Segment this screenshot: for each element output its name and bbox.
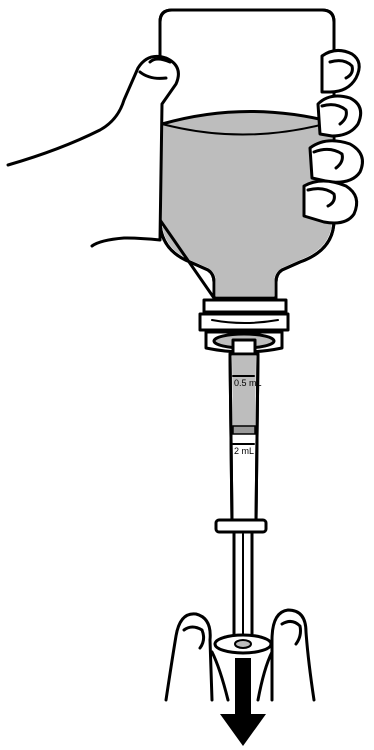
lower-hand	[164, 608, 316, 702]
lower-palm-right	[256, 650, 274, 702]
thread-line	[211, 319, 279, 324]
left-thumb-nail	[138, 70, 168, 80]
syringe-flange	[214, 518, 268, 534]
lower-left-nail	[182, 625, 206, 650]
left-hand	[6, 54, 180, 248]
lower-hand-right-finger	[270, 608, 316, 702]
lower-right-nail	[280, 619, 302, 646]
lower-hand-left-finger	[164, 612, 214, 702]
mark-label-upper: 0.5 mL	[234, 378, 262, 388]
arrow-head	[220, 714, 266, 746]
finger-2	[316, 94, 363, 138]
right-fingers	[302, 49, 364, 225]
finger-3-nail	[312, 147, 344, 170]
syringe: 0.5 mL 2 mL	[214, 338, 268, 642]
liquid-surface	[160, 110, 334, 126]
finger-1-nail	[328, 59, 354, 80]
left-thumb-tip	[148, 57, 172, 64]
finger-4-nail	[306, 187, 336, 208]
left-hand-outline	[6, 54, 180, 248]
finger-2-nail	[320, 103, 348, 126]
liquid-surface-front	[161, 121, 333, 136]
finger-3	[308, 139, 364, 184]
syringe-liquid	[232, 356, 256, 430]
down-arrow-icon	[220, 658, 266, 746]
finger-4	[302, 179, 359, 225]
bottle-liquid	[162, 111, 332, 296]
lower-palm-left	[210, 650, 230, 702]
mark-label-lower: 2 mL	[234, 446, 254, 456]
plunger-stopper	[232, 425, 256, 435]
bottle	[158, 8, 336, 300]
syringe-tip	[231, 338, 257, 356]
neck-thread-1	[202, 298, 288, 314]
arrow-shaft	[235, 658, 251, 720]
thumb-pad-center	[234, 639, 252, 649]
